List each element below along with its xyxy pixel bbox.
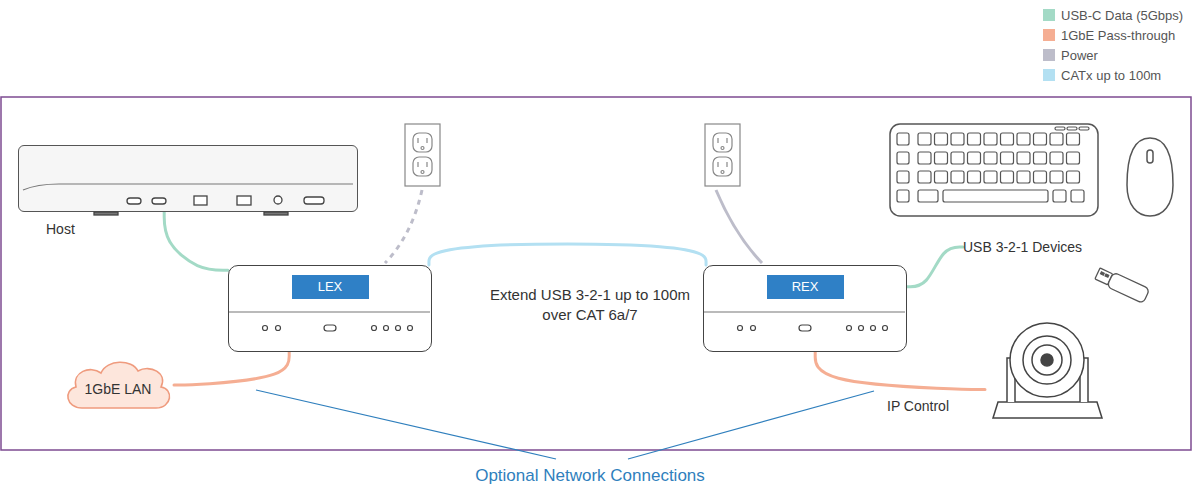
node-label: IP Control <box>887 398 949 414</box>
key <box>1034 152 1047 164</box>
indicator <box>1067 127 1077 130</box>
key <box>984 133 997 145</box>
legend-text: CATx up to 100m <box>1061 68 1161 83</box>
devices-group: USB 3-2-1 Devices <box>963 239 1082 255</box>
power-outlet <box>405 124 440 186</box>
host-device: Host <box>18 145 358 212</box>
device-badge: REX <box>767 275 844 299</box>
key <box>984 152 997 164</box>
frame <box>1 97 1191 450</box>
key <box>1067 152 1080 164</box>
key <box>897 171 909 183</box>
key <box>951 152 964 164</box>
key <box>1017 171 1030 183</box>
connection-label: Extend USB 3-2-1 up to 100m over CAT 6a/… <box>485 285 695 325</box>
key <box>1053 190 1066 202</box>
legend-entry: 1GbE Pass-through <box>1043 25 1183 45</box>
key <box>984 171 997 183</box>
camera-illustration <box>985 318 1110 420</box>
key <box>897 133 909 145</box>
legend-text: USB-C Data (5Gbps) <box>1061 8 1183 23</box>
key <box>1067 171 1080 183</box>
cable-connector <box>174 352 289 385</box>
host-ports <box>19 146 357 211</box>
keyboard <box>890 124 1098 216</box>
key <box>1001 171 1014 183</box>
lex-extender: LEX <box>228 265 432 352</box>
node-label: Host <box>46 221 75 237</box>
node-label: 1GbE LAN <box>85 381 152 397</box>
key <box>935 171 948 183</box>
leader-line <box>256 390 556 459</box>
legend-entry: CATx up to 100m <box>1043 65 1183 85</box>
legend-swatch <box>1043 29 1055 41</box>
legend-entry: USB-C Data (5Gbps) <box>1043 5 1183 25</box>
legend-swatch <box>1043 49 1055 61</box>
leader-line <box>628 391 874 459</box>
key <box>1050 152 1063 164</box>
key <box>968 152 981 164</box>
key <box>1001 133 1014 145</box>
note-label: Optional Network Connections <box>475 466 705 486</box>
key <box>935 133 948 145</box>
legend-swatch <box>1043 69 1055 81</box>
legend-text: Power <box>1061 48 1098 63</box>
indicator <box>1079 127 1089 130</box>
key <box>1071 190 1084 202</box>
key <box>918 152 931 164</box>
key <box>1067 133 1080 145</box>
usb-stick <box>1094 266 1150 303</box>
key <box>918 190 938 202</box>
rex-extender: REX <box>703 265 907 352</box>
key <box>918 171 931 183</box>
key <box>935 152 948 164</box>
power-outlet <box>705 124 740 186</box>
cable-connector <box>815 352 985 389</box>
key <box>951 171 964 183</box>
legend-entry: Power <box>1043 45 1183 65</box>
key <box>1001 152 1014 164</box>
key <box>897 190 909 202</box>
power-cable <box>716 190 762 263</box>
legend-text: 1GbE Pass-through <box>1061 28 1175 43</box>
key <box>1017 152 1030 164</box>
key <box>918 133 931 145</box>
node-label: USB 3-2-1 Devices <box>963 239 1082 255</box>
key <box>951 133 964 145</box>
key <box>1034 133 1047 145</box>
key <box>1050 133 1063 145</box>
device-badge: LEX <box>292 275 369 299</box>
lan-cloud: 1GbE LAN <box>62 358 174 412</box>
cable-connector <box>429 244 706 265</box>
key <box>943 190 1048 202</box>
indicator <box>1055 127 1065 130</box>
legend: USB-C Data (5Gbps) 1GbE Pass-throughPower… <box>1043 5 1183 85</box>
cable-connector <box>907 247 963 287</box>
key <box>968 171 981 183</box>
key <box>897 152 909 164</box>
key <box>968 133 981 145</box>
key <box>1034 171 1047 183</box>
ptz-camera: IP Control <box>985 318 1110 420</box>
power-cable <box>385 190 422 263</box>
cable-connector <box>164 212 228 270</box>
legend-swatch <box>1043 9 1055 21</box>
key <box>1017 133 1030 145</box>
key <box>1050 171 1063 183</box>
mouse <box>1127 138 1173 216</box>
